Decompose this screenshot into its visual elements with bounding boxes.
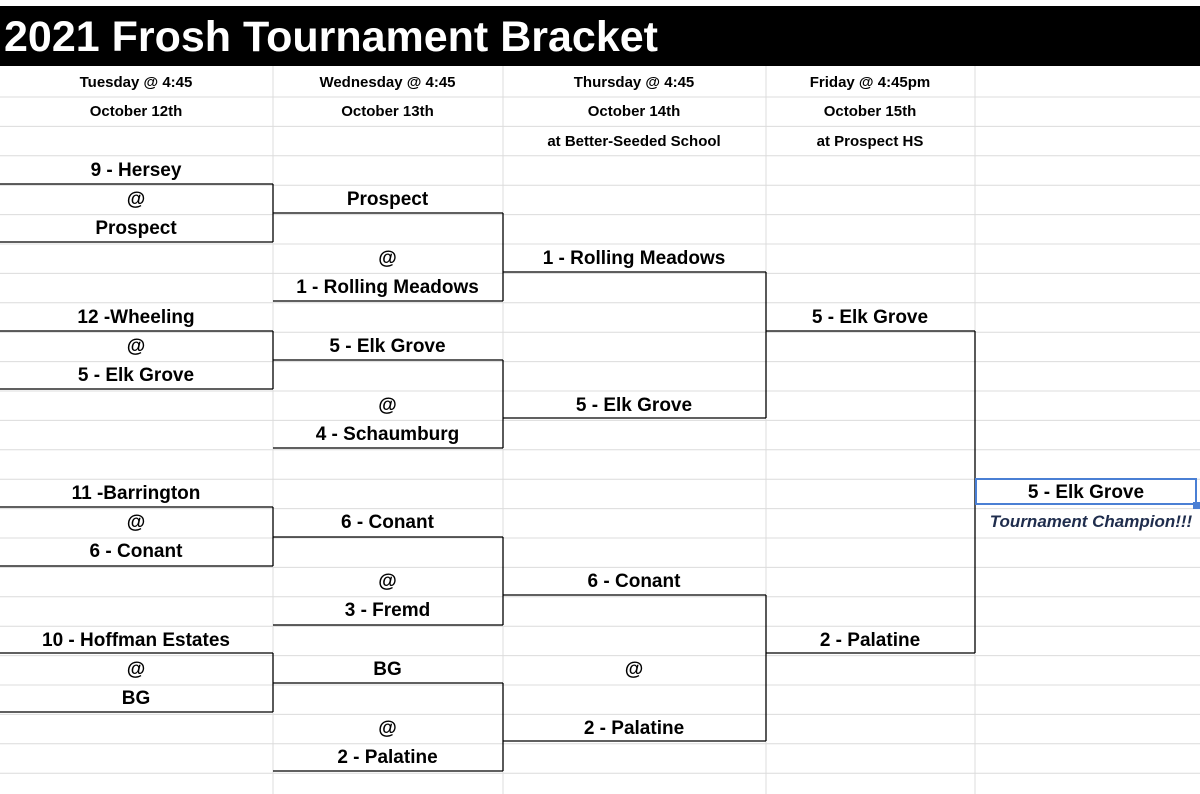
thursday-venue[interactable]: at Better-Seeded School: [547, 133, 721, 150]
r2-game4-top[interactable]: BG: [373, 659, 402, 680]
champion-team[interactable]: 5 - Elk Grove: [1027, 482, 1145, 503]
friday-date[interactable]: October 15th: [823, 103, 917, 120]
r2-game3-top[interactable]: 6 - Conant: [341, 512, 434, 533]
page-title: 2021 Frosh Tournament Bracket: [4, 13, 658, 61]
r2-game4-at[interactable]: @: [378, 718, 397, 739]
thursday-date[interactable]: October 14th: [587, 103, 681, 120]
r2-game4-bottom[interactable]: 2 - Palatine: [337, 747, 438, 768]
tuesday-time[interactable]: Tuesday @ 4:45: [79, 74, 193, 91]
r1-game4-at[interactable]: @: [126, 659, 146, 680]
thursday-time[interactable]: Thursday @ 4:45: [573, 74, 695, 91]
friday-venue[interactable]: at Prospect HS: [816, 133, 924, 150]
r2-game2-bottom[interactable]: 4 - Schaumburg: [315, 424, 460, 445]
r1-game3-bottom[interactable]: 6 - Conant: [89, 541, 183, 562]
r1-game3-top[interactable]: 11 -Barrington: [71, 483, 201, 504]
r2-game2-at[interactable]: @: [378, 395, 397, 416]
r1-game2-top[interactable]: 12 -Wheeling: [77, 307, 195, 328]
r3-game2-top[interactable]: 6 - Conant: [587, 571, 681, 592]
selected-cell-outline: [975, 478, 1197, 505]
wednesday-date[interactable]: October 13th: [341, 103, 434, 120]
r2-game1-bottom[interactable]: 1 - Rolling Meadows: [296, 277, 479, 298]
r2-game3-at[interactable]: @: [378, 571, 397, 592]
r1-game1-at[interactable]: @: [126, 189, 146, 210]
fill-handle[interactable]: [1193, 502, 1200, 509]
r2-game1-at[interactable]: @: [378, 248, 397, 269]
friday-time[interactable]: Friday @ 4:45pm: [809, 74, 931, 91]
r2-game3-bottom[interactable]: 3 - Fremd: [344, 600, 431, 621]
champion-label[interactable]: Tournament Champion!!!: [989, 512, 1193, 531]
tuesday-date[interactable]: October 12th: [89, 103, 183, 120]
r1-game1-top[interactable]: 9 - Hersey: [90, 160, 182, 181]
r3-game1-bottom[interactable]: 5 - Elk Grove: [575, 395, 693, 416]
r3-game1-top[interactable]: 1 - Rolling Meadows: [542, 248, 726, 269]
r4-bottom[interactable]: 2 - Palatine: [819, 630, 921, 651]
r2-game2-top[interactable]: 5 - Elk Grove: [329, 336, 446, 357]
wednesday-time[interactable]: Wednesday @ 4:45: [319, 74, 456, 91]
r1-game3-at[interactable]: @: [126, 512, 146, 533]
r3-game2-bottom[interactable]: 2 - Palatine: [583, 718, 685, 739]
r1-game2-bottom[interactable]: 5 - Elk Grove: [77, 365, 195, 386]
r2-game1-top[interactable]: Prospect: [346, 189, 429, 210]
r4-top[interactable]: 5 - Elk Grove: [811, 307, 929, 328]
title-bar: [0, 6, 1200, 66]
r1-game4-bottom[interactable]: BG: [121, 688, 151, 709]
r3-game2-at[interactable]: @: [624, 659, 644, 680]
r1-game1-bottom[interactable]: Prospect: [95, 218, 177, 239]
r1-game4-top[interactable]: 10 - Hoffman Estates: [42, 630, 230, 651]
r1-game2-at[interactable]: @: [126, 336, 146, 357]
